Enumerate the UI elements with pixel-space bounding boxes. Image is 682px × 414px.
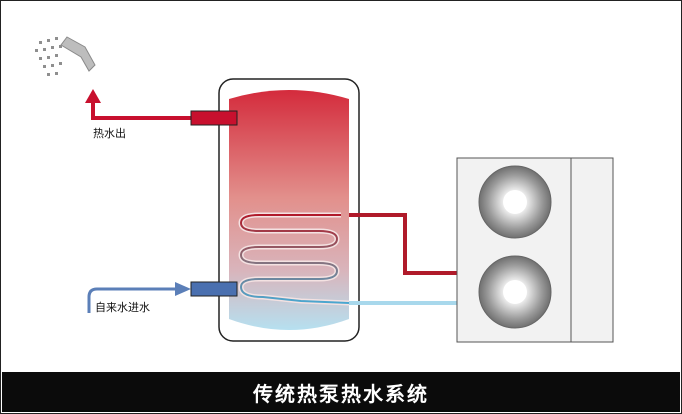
heat-pump-unit — [456, 157, 614, 343]
tap-water-in-arrow — [87, 282, 191, 313]
heat-pump-supply-pipe — [349, 213, 459, 275]
fan-icon — [478, 165, 552, 239]
fan-icon — [478, 255, 552, 329]
water-tank — [218, 78, 360, 342]
heating-coil — [238, 212, 350, 306]
cold-inlet-pipe — [190, 281, 238, 297]
hot-water-out-arrow — [85, 89, 191, 120]
tap-water-in-label: 自来水进水 — [95, 301, 150, 314]
hot-water-out-label: 热水出 — [93, 127, 126, 140]
diagram-caption: 传统热泵热水系统 — [253, 381, 429, 406]
shower-head-icon — [35, 36, 96, 76]
hot-outlet-pipe — [190, 110, 238, 126]
caption-bar: 传统热泵热水系统 — [2, 372, 680, 412]
heat-pump-diagram — [35, 36, 614, 343]
